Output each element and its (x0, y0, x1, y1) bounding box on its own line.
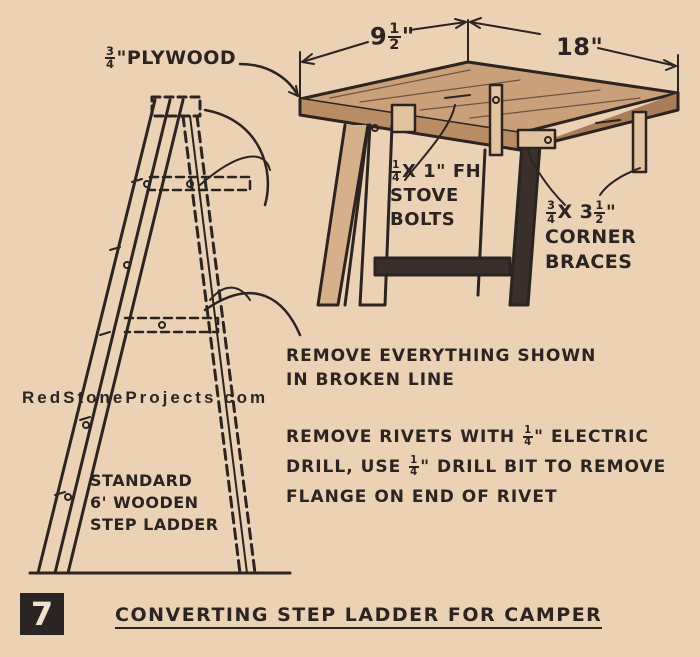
fraction-numerator: 1 (594, 198, 605, 214)
corner-braces-mid: X 3 (557, 201, 594, 223)
ladder-label: STANDARD 6' WOODEN STEP LADDER (90, 470, 219, 536)
remove-everything-line2: IN BROKEN LINE (286, 370, 455, 390)
fraction-numerator: 3 (105, 44, 116, 60)
fraction-denominator: 4 (410, 467, 419, 478)
ladder-label-line2: 6' WOODEN (90, 493, 199, 512)
shelf-drawing (238, 17, 680, 307)
corner-braces-unit: " (605, 201, 617, 223)
dimension-depth-label: 18" (556, 33, 604, 61)
fraction-denominator: 4 (524, 437, 533, 448)
ladder-label-line3: STEP LADDER (90, 515, 219, 534)
fraction-denominator: 4 (547, 211, 556, 226)
fraction-denominator: 4 (106, 57, 115, 72)
fraction-denominator: 2 (389, 37, 400, 54)
fraction-numerator: 1 (391, 158, 402, 173)
dimension-width-unit: " (401, 22, 415, 51)
remove-rivets-line1-a: REMOVE RIVETS WITH (286, 427, 523, 447)
remove-rivets-line2-a: DRILL, USE (286, 457, 409, 477)
stove-bolts-line3: BOLTS (390, 209, 456, 230)
remove-rivets-line1-b: " ELECTRIC (534, 427, 649, 447)
stove-bolts-line2: STOVE (390, 185, 459, 206)
ladder-label-line1: STANDARD (90, 471, 193, 490)
corner-braces-line3: BRACES (545, 251, 633, 273)
watermark: RedStoneProjects.com (22, 388, 269, 407)
corner-braces-line2: CORNER (545, 226, 637, 248)
stove-bolts-size: X 1" FH (402, 161, 482, 182)
remove-rivets-line2-b: " DRILL BIT TO REMOVE (420, 457, 667, 477)
fraction-numerator: 3 (546, 198, 557, 214)
step-ladder-drawing (28, 95, 302, 575)
fraction-numerator: 1 (388, 21, 401, 39)
fraction-numerator: 1 (523, 425, 534, 438)
fraction-denominator: 2 (595, 211, 604, 226)
figure-caption: CONVERTING STEP LADDER FOR CAMPER (115, 604, 603, 629)
fraction-numerator: 1 (409, 455, 420, 468)
fraction-denominator: 4 (392, 171, 401, 184)
remove-rivets-line3: FLANGE ON END OF RIVET (286, 487, 558, 507)
dimension-width-whole: 9 (370, 22, 388, 51)
plywood-text: "PLYWOOD (116, 46, 237, 69)
figure-number-badge: 7 (20, 593, 64, 635)
remove-everything-note: REMOVE EVERYTHING SHOWN IN BROKEN LINE (286, 344, 596, 392)
remove-everything-line1: REMOVE EVERYTHING SHOWN (286, 346, 597, 366)
